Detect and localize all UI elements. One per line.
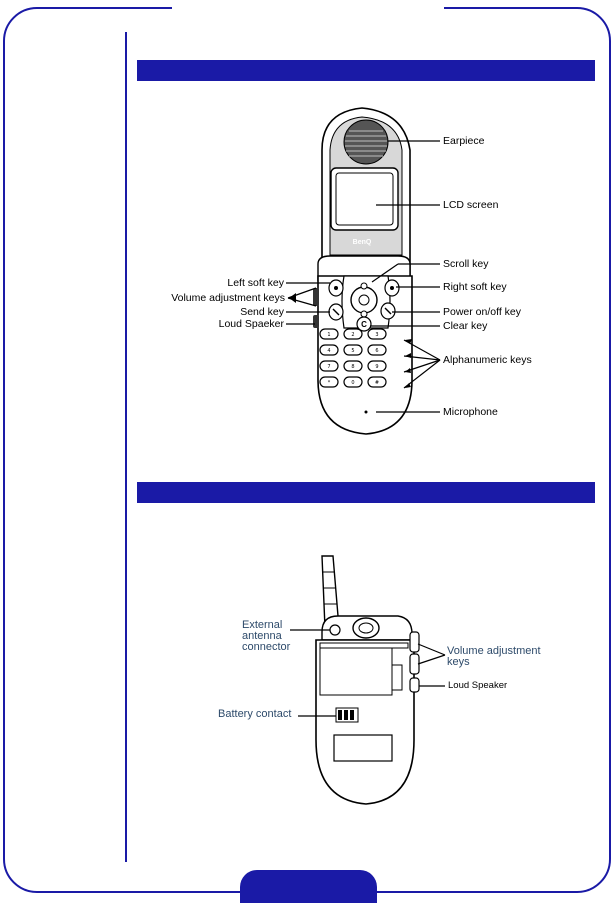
label-back-volume-adjustment-keys: Volume adjustment keys [447, 646, 557, 668]
back-volume-key-up [410, 632, 419, 652]
label-lcd-screen: LCD screen [443, 199, 498, 211]
label-back-loud-speaker: Loud Speaker [448, 680, 507, 692]
label-scroll-key: Scroll key [443, 258, 489, 270]
label-left-soft-key: Left soft key [227, 277, 284, 289]
back-volume-key-down [410, 654, 419, 674]
label-alphanumeric-keys: Alphanumeric keys [443, 354, 532, 366]
label-battery-contact: Battery contact [218, 709, 291, 720]
back-loud-speaker [410, 678, 419, 692]
camera-cap-inner [359, 623, 373, 633]
leader-volume-down [418, 655, 445, 664]
battery-contact-pins [338, 710, 354, 720]
label-clear-key: Clear key [443, 320, 487, 332]
label-send-key: Send key [240, 306, 284, 318]
label-area [334, 735, 392, 761]
label-right-soft-key: Right soft key [443, 281, 507, 293]
label-earpiece: Earpiece [443, 135, 484, 147]
label-volume-adjustment-keys: Volume adjustment keys [171, 292, 285, 304]
label-loud-speaker: Loud Spaeker [219, 318, 284, 330]
external-antenna-connector [330, 625, 340, 635]
label-power-key: Power on/off key [443, 306, 521, 318]
label-external-antenna-connector: External antenna connector [242, 620, 298, 653]
label-microphone: Microphone [443, 406, 498, 418]
back-rim [320, 643, 408, 648]
leader-volume-up [418, 644, 445, 655]
